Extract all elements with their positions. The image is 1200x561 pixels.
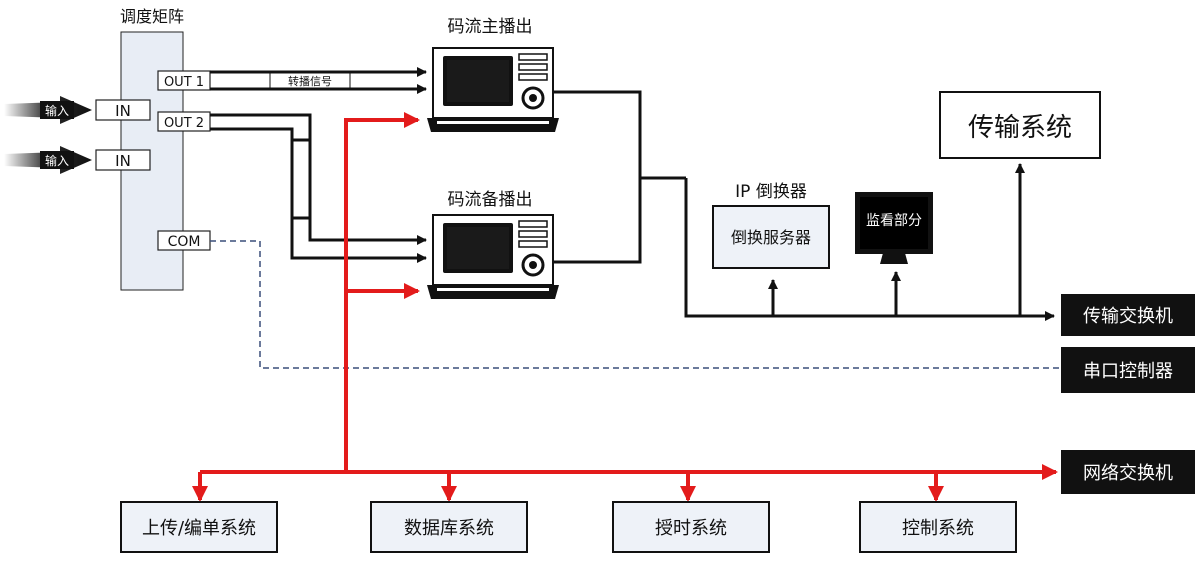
input-label-1: 输入 xyxy=(45,103,69,118)
main-playout-title: 码流主播出 xyxy=(448,17,533,37)
control-system-label: 控制系统 xyxy=(902,518,974,539)
monitor-label: 监看部分 xyxy=(866,213,922,229)
transmission-system-box xyxy=(939,91,1101,159)
control-system-box xyxy=(859,501,1017,553)
out1-lines xyxy=(210,67,427,94)
serial-ctrl-label: 串口控制器 xyxy=(1083,361,1173,382)
trans-switch-label: 传输交换机 xyxy=(1083,306,1173,327)
switch-signal-box xyxy=(269,72,351,89)
serial-dashed-line xyxy=(210,240,1060,369)
playout-output-lines xyxy=(553,90,1055,321)
switch-server-box xyxy=(712,205,830,269)
net-switch-label: 网络交换机 xyxy=(1083,463,1173,484)
serial-ctrl-box xyxy=(1061,347,1195,393)
monitor-icon xyxy=(855,192,933,264)
out2-lines xyxy=(210,113,427,263)
out1-label: OUT 1 xyxy=(164,75,204,90)
backup-playout-computer-icon xyxy=(425,213,561,301)
com-label: COM xyxy=(168,234,201,250)
in1-label: IN xyxy=(115,102,131,120)
in1-port xyxy=(95,99,151,121)
out1-port xyxy=(157,70,211,91)
timing-system-box xyxy=(612,501,770,553)
in2-label: IN xyxy=(115,152,131,170)
input-arrow-2 xyxy=(4,146,92,174)
matrix-title: 调度矩阵 xyxy=(120,7,184,26)
input-arrow-1 xyxy=(4,96,92,124)
upload-system-label: 上传/编单系统 xyxy=(142,518,256,539)
network-lines xyxy=(192,112,1058,502)
switch-server-label: 倒换服务器 xyxy=(731,228,811,247)
input-label-2: 输入 xyxy=(45,153,69,168)
net-switch-box xyxy=(1061,450,1195,494)
main-playout-computer-icon xyxy=(425,46,561,134)
database-system-box xyxy=(370,501,528,553)
timing-system-label: 授时系统 xyxy=(655,518,727,539)
database-system-label: 数据库系统 xyxy=(404,518,494,539)
trans-switch-box xyxy=(1061,294,1195,336)
transmission-system-label: 传输系统 xyxy=(968,113,1072,143)
ip-switcher-title: IP 倒换器 xyxy=(735,182,807,202)
out2-port xyxy=(157,111,211,132)
in2-port xyxy=(95,149,151,171)
backup-playout-title: 码流备播出 xyxy=(448,190,533,210)
upload-system-box xyxy=(120,501,278,553)
out2-label: OUT 2 xyxy=(164,116,204,131)
switch-signal-label: 转播信号 xyxy=(288,74,332,88)
